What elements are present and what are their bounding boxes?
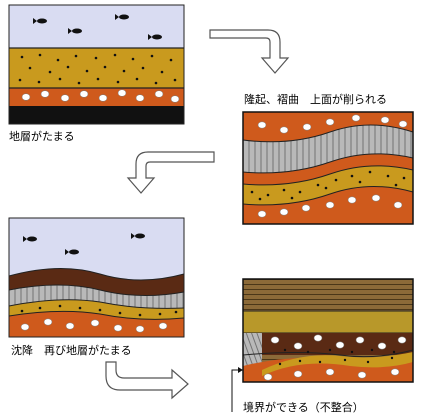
water-layer bbox=[9, 5, 184, 48]
label-deposit: 地層がたまる bbox=[9, 130, 75, 143]
bedrock-layer bbox=[9, 106, 184, 124]
label-uplift: 隆起、褶曲 上面が削られる bbox=[244, 93, 387, 106]
fish-icon bbox=[23, 233, 145, 255]
panel-unconformity bbox=[231, 278, 414, 412]
arrow-icon bbox=[126, 151, 215, 194]
fish-icon bbox=[33, 14, 162, 40]
label-unconformity: 境界ができる（不整合） bbox=[243, 401, 364, 414]
label-subsidence: 沈降 再び地層がたまる bbox=[11, 344, 132, 357]
arrow-icon bbox=[105, 361, 189, 400]
pointer-line bbox=[231, 369, 243, 412]
ochre-layer bbox=[9, 48, 184, 88]
arrow-icon bbox=[209, 29, 290, 74]
pointer-arrow-icon bbox=[238, 367, 243, 373]
panel-subsidence bbox=[8, 217, 185, 338]
panel-uplift bbox=[242, 111, 414, 225]
panel-deposit bbox=[8, 4, 185, 125]
